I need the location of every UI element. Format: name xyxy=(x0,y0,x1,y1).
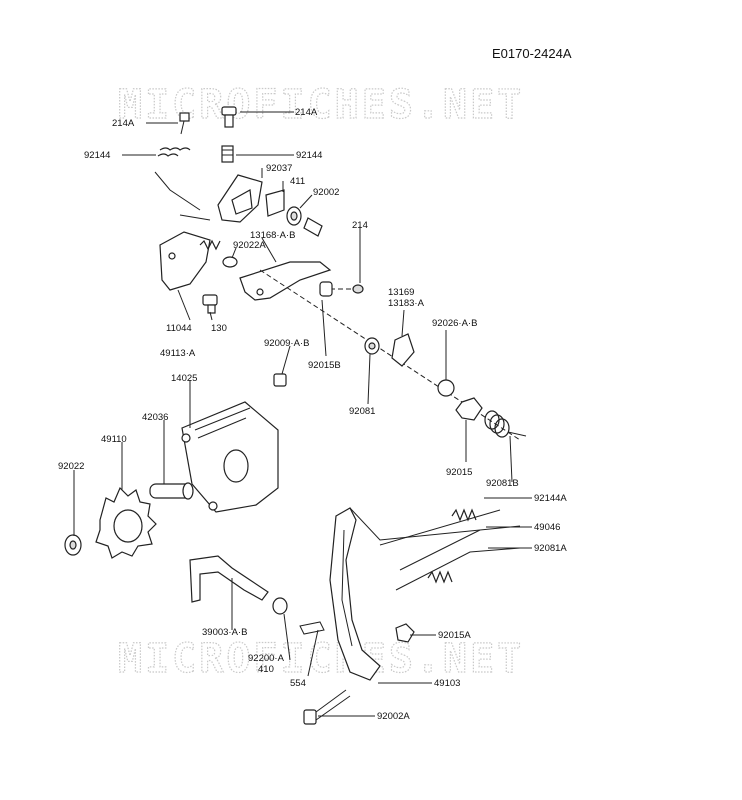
label-39003-A-B: 39003·A·B xyxy=(202,627,247,638)
label-92144-left: 92144 xyxy=(84,150,110,161)
label-13183-A: 13183·A xyxy=(388,298,425,309)
label-92144-right: 92144 xyxy=(296,150,322,161)
leader-lines xyxy=(73,111,532,717)
label-92081A: 92081A xyxy=(534,543,567,554)
label-554: 554 xyxy=(290,678,306,689)
label-92081: 92081 xyxy=(349,406,375,417)
label-42036: 42036 xyxy=(142,412,168,423)
label-92144A: 92144A xyxy=(534,493,567,504)
label-214A-top: 214A xyxy=(295,107,318,118)
label-92009-A-B: 92009·A·B xyxy=(264,338,309,349)
label-92022: 92022 xyxy=(58,461,84,472)
label-410: 410 xyxy=(258,664,274,675)
label-49113-A: 49113·A xyxy=(160,348,196,359)
label-92015B: 92015B xyxy=(308,360,341,371)
label-92037: 92037 xyxy=(266,163,292,174)
label-11044: 11044 xyxy=(166,323,192,334)
label-49110: 49110 xyxy=(101,434,127,445)
label-49046: 49046 xyxy=(534,522,560,533)
label-14025: 14025 xyxy=(171,373,197,384)
part-labels: 214A 214A 92144 92144 92037 411 92002 21… xyxy=(58,107,567,722)
label-92022A: 92022A xyxy=(233,240,266,251)
upper-linkage-drawing xyxy=(154,106,527,441)
label-214: 214 xyxy=(352,220,368,231)
label-411: 411 xyxy=(290,176,305,187)
label-130: 130 xyxy=(211,323,227,334)
label-214A-left: 214A xyxy=(112,118,135,129)
label-92015A: 92015A xyxy=(438,630,471,641)
label-92002: 92002 xyxy=(313,187,339,198)
label-92200-A: 92200·A xyxy=(248,653,285,664)
control-lever-drawing xyxy=(189,507,521,725)
watermark-bottom: MICROFICHES.NET xyxy=(118,636,524,682)
housing-gear-drawing xyxy=(64,401,279,559)
label-92026-A-B: 92026·A·B xyxy=(432,318,477,329)
label-92081B: 92081B xyxy=(486,478,519,489)
label-92015: 92015 xyxy=(446,467,472,478)
diagram-code: E0170-2424A xyxy=(492,46,572,61)
label-49103: 49103 xyxy=(434,678,460,689)
label-92002A: 92002A xyxy=(377,711,410,722)
watermark-top: MICROFICHES.NET xyxy=(118,82,524,128)
label-13168-A-B: 13168·A·B xyxy=(250,230,295,241)
label-13169: 13169 xyxy=(388,287,414,298)
